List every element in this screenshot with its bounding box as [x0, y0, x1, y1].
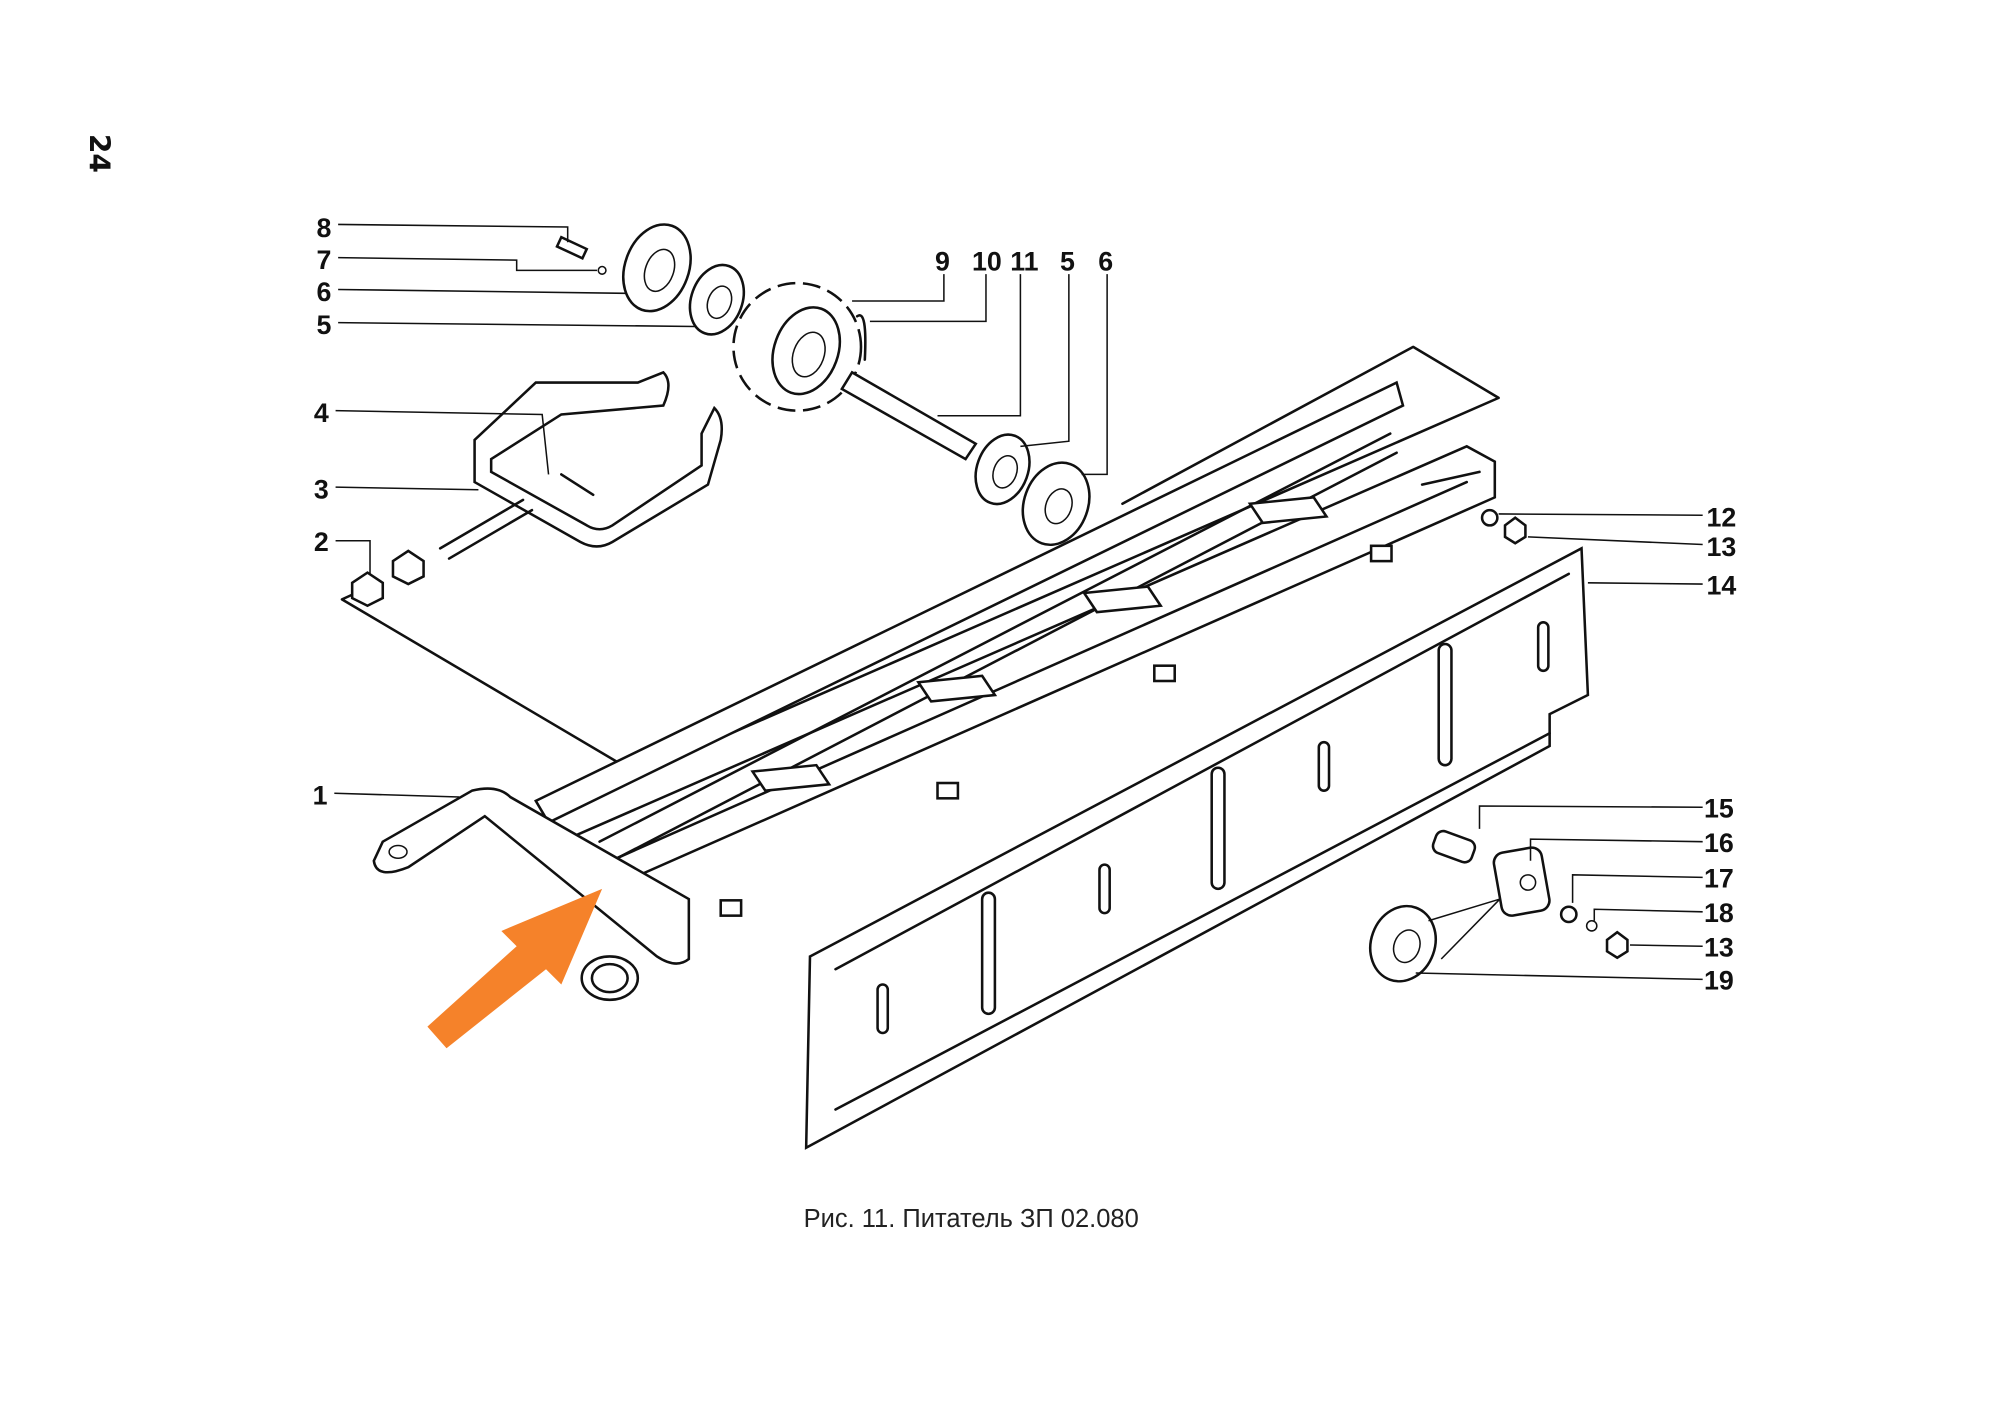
callout-11: 11: [1010, 246, 1038, 276]
page-number: 24: [82, 134, 115, 173]
stud: [719, 899, 743, 917]
nut: [391, 549, 425, 586]
callout-13-lower: 13: [1704, 932, 1734, 962]
tensioner-bracket: [438, 370, 724, 560]
roller: [1369, 904, 1437, 983]
callout-16: 16: [1704, 828, 1734, 858]
bolt: [555, 235, 589, 260]
bearing: [974, 433, 1031, 506]
callout-1: 1: [313, 781, 328, 811]
spring-washer: [1585, 919, 1598, 932]
nut: [1503, 516, 1527, 545]
callout-4: 4: [314, 398, 329, 428]
callout-8: 8: [316, 213, 331, 243]
frame: [372, 380, 1497, 1002]
washer: [1480, 508, 1499, 527]
callout-5-top: 5: [1060, 246, 1075, 276]
assembly-lines: [1428, 898, 1501, 960]
callout-9: 9: [935, 246, 950, 276]
cotter-pin: [855, 313, 867, 361]
callout-10: 10: [972, 246, 1002, 276]
callout-19: 19: [1704, 966, 1734, 996]
washer: [597, 265, 607, 275]
callout-14: 14: [1707, 570, 1737, 600]
stud: [1369, 544, 1393, 563]
figure-caption: Рис. 11. Питатель ЗП 02.080: [804, 1205, 1139, 1233]
callout-17: 17: [1704, 864, 1734, 894]
roller-bracket: [1492, 846, 1551, 917]
flange: [622, 223, 692, 313]
leader-lines: [334, 223, 1703, 981]
shaft: [840, 370, 978, 461]
callout-2: 2: [314, 527, 329, 557]
callout-15: 15: [1704, 793, 1734, 823]
nut: [350, 571, 385, 608]
stud: [1153, 664, 1176, 683]
callout-13: 13: [1707, 532, 1737, 562]
washer: [1559, 905, 1578, 924]
side-panel: [804, 546, 1590, 1150]
callout-6-top: 6: [1098, 246, 1113, 276]
sprocket: [732, 281, 863, 412]
bearing: [688, 263, 746, 336]
callout-18: 18: [1704, 898, 1734, 928]
nut: [1605, 930, 1629, 960]
callout-3: 3: [314, 475, 329, 505]
orange-arrow-icon: [427, 888, 603, 1049]
stud: [936, 781, 960, 800]
callout-12: 12: [1707, 503, 1737, 533]
callout-5: 5: [316, 310, 331, 340]
pin: [1431, 829, 1477, 864]
callout-6: 6: [316, 277, 331, 307]
flange: [1021, 461, 1091, 547]
assembly-outline: [340, 345, 1500, 776]
callout-7: 7: [316, 245, 331, 275]
